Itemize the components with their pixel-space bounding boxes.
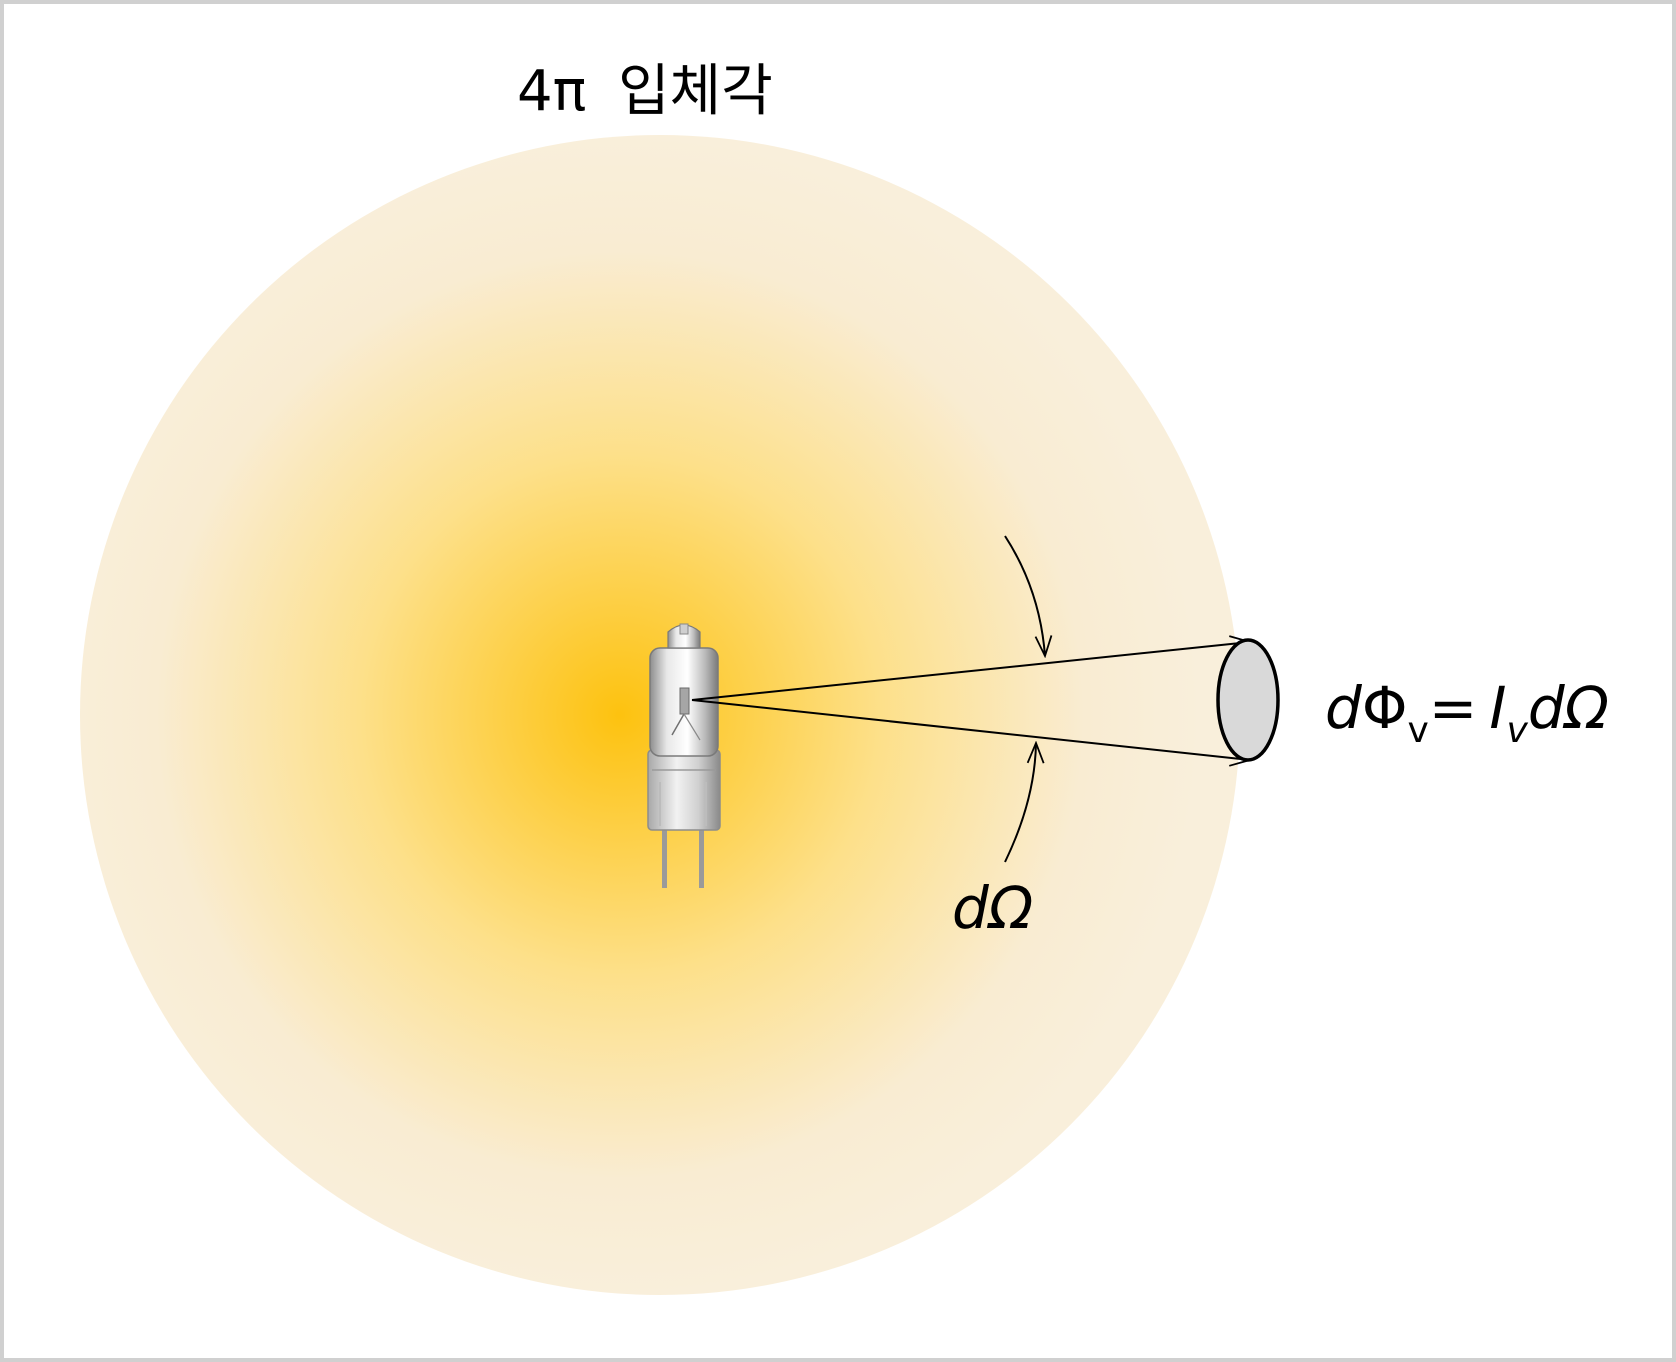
light-bulb-icon — [647, 623, 721, 888]
solid-angle-label: dΩ — [952, 874, 1033, 942]
title-label: 4π 입체각 — [517, 59, 773, 124]
angle-arrow-lower — [1004, 743, 1036, 863]
angle-arrow-upper — [1004, 535, 1045, 656]
surface-patch — [1216, 638, 1280, 762]
flux-equation: dΦv=IvdΩ — [1325, 674, 1609, 751]
title-4pi: 4π — [517, 59, 586, 124]
cone-ray-upper — [691, 642, 1250, 701]
cone-ray-lower — [691, 699, 1250, 760]
title-korean: 입체각 — [618, 59, 773, 124]
